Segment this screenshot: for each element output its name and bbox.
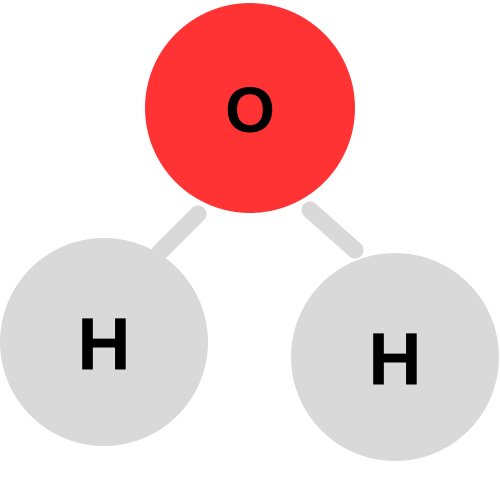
atom-hydrogen-left-label: H [77,303,130,386]
atom-hydrogen-right-circle [291,253,499,461]
atom-hydrogen-right-label: H [368,318,421,401]
atom-oxygen-label: O [225,74,275,146]
atom-hydrogen-right: H [291,253,499,461]
atom-hydrogen-left-circle [0,238,208,446]
atom-oxygen-circle [145,3,355,213]
atom-hydrogen-left: H [0,238,208,446]
bond-oxygen-hydrogen-right [301,201,364,259]
bond-oxygen-hydrogen-left [151,205,207,261]
atom-oxygen: O [145,3,355,213]
